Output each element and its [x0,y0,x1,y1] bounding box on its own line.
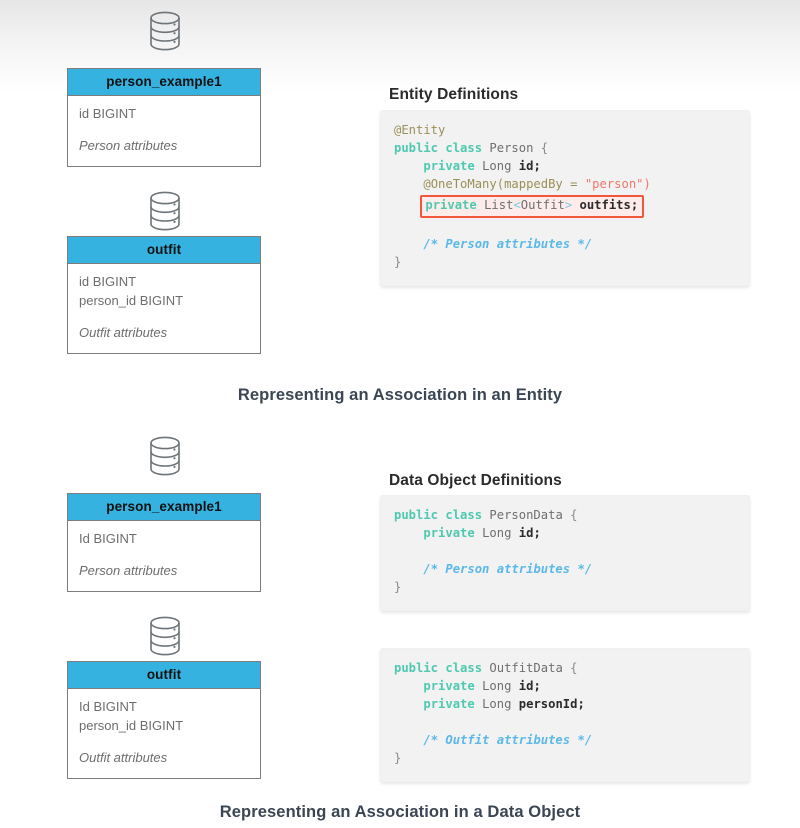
er-table-body: id BIGINT person_id BIGINT Outfit attrib… [68,264,260,353]
token-brace: } [394,579,402,594]
database-icon [147,10,183,56]
token-keyword: public class [394,508,483,522]
er-table-person-example1: person_example1 Id BIGINT Person attribu… [67,493,261,592]
er-field: id BIGINT [79,274,137,289]
token-keyword: public class [394,661,483,675]
figure-data-object-association: person_example1 Id BIGINT Person attribu… [0,420,800,828]
er-field: Id BIGINT [79,531,137,546]
token-brace: } [394,750,402,765]
token-keyword: private [423,158,475,173]
er-table-title: outfit [68,237,260,264]
er-table-attributes: Outfit attributes [79,324,168,340]
token-type: List [484,197,514,212]
token-brace: } [394,254,402,269]
token-comment: /* Person attributes */ [423,561,593,576]
er-table-outfit: outfit id BIGINT person_id BIGINT Outfit… [67,236,261,354]
token-annotation-onetomany: @OneToMany(mappedBy [423,176,563,191]
er-field: Id BIGINT [79,699,137,714]
highlight-box-outfits-field: private List<Outfit> outfits; [420,194,645,218]
token-keyword: private [425,197,477,212]
token-type: Long [482,678,512,693]
figure-entity-association: person_example1 id BIGINT Person attribu… [67,10,750,404]
token-identifier: outfits; [579,197,639,212]
er-table-body: Id BIGINT Person attributes [68,521,260,591]
er-table-attributes: Person attributes [79,562,178,578]
token-string: "person") [584,176,651,191]
er-table-outfit: outfit Id BIGINT person_id BIGINT Outfit… [67,661,261,779]
token-type: Long [482,525,512,540]
token-identifier: personId; [518,696,585,711]
figure-caption-data-object: Representing an Association in a Data Ob… [219,803,581,821]
token-type: Person [489,140,534,155]
token-generic-open: < [513,197,521,212]
token-identifier: id; [518,525,541,540]
token-type: OutfitData [489,661,563,675]
database-icon [147,435,183,481]
database-icon [147,190,183,236]
er-table-title: outfit [68,662,260,689]
token-annotation-entity: @Entity [394,123,446,137]
er-table-title: person_example1 [68,69,260,96]
token-identifier: id; [518,678,541,693]
code-text: @Entity public class Person { private Lo… [394,122,736,272]
er-field: person_id BIGINT [79,292,184,308]
token-brace: { [570,661,578,675]
database-icon [147,615,183,661]
token-brace: { [570,508,578,522]
figure-caption-entity: Representing an Association in an Entity [237,386,563,404]
token-keyword: private [423,696,475,711]
code-heading-entity-definitions: Entity Definitions [389,86,519,103]
token-keyword: private [423,678,475,693]
er-table-title: person_example1 [68,494,260,521]
code-block-person-entity: @Entity public class Person { private Lo… [380,110,750,286]
code-block-person-data: public class PersonData { private Long i… [380,495,750,611]
token-type: Long [482,158,512,173]
token-type: Long [482,696,512,711]
er-table-body: Id BIGINT person_id BIGINT Outfit attrib… [68,689,260,778]
er-field: id BIGINT [79,106,137,121]
token-brace: { [540,140,549,155]
code-text: public class OutfitData { private Long i… [394,660,736,768]
er-table-person-example1: person_example1 id BIGINT Person attribu… [67,68,261,167]
token-identifier: id; [518,158,541,173]
token-generic-close: > [564,197,573,212]
token-type: PersonData [489,508,563,522]
token-keyword: public class [394,140,483,155]
token-comment: /* Person attributes */ [423,236,593,251]
token-keyword: private [423,525,475,540]
er-table-attributes: Outfit attributes [79,749,168,765]
er-table-attributes: Person attributes [79,137,178,153]
er-table-body: id BIGINT Person attributes [68,96,260,166]
token-comment: /* Outfit attributes */ [423,732,593,747]
token-generic-type: Outfit [520,197,565,212]
token-operator: = [570,176,578,191]
code-heading-data-object-definitions: Data Object Definitions [389,472,562,489]
er-field: person_id BIGINT [79,717,184,733]
code-text: public class PersonData { private Long i… [394,507,736,597]
code-block-outfit-data: public class OutfitData { private Long i… [380,648,750,782]
